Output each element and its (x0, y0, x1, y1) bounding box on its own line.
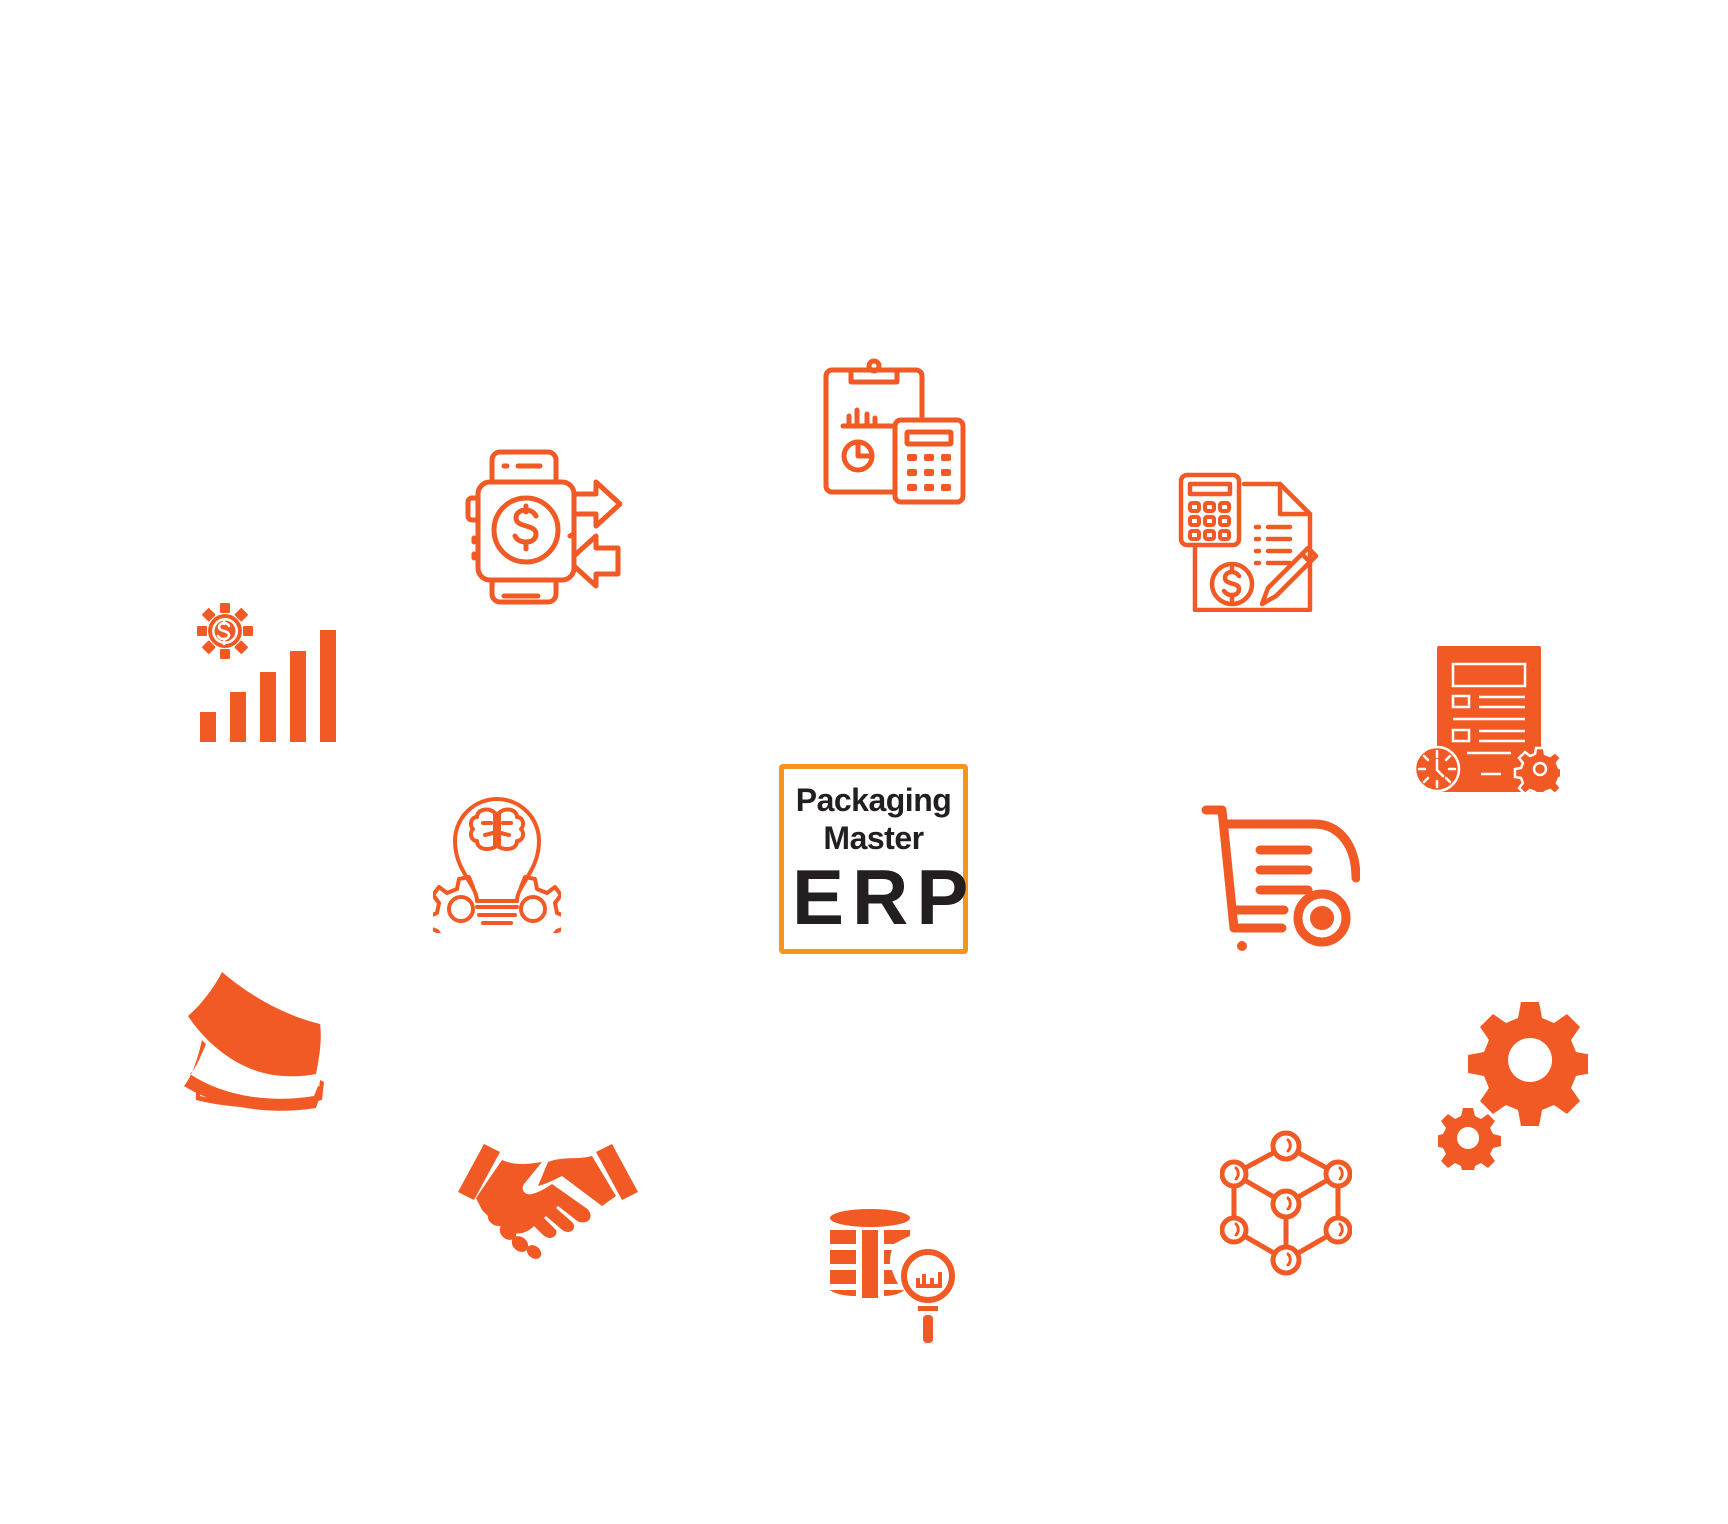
shopping-cart-list-icon (1200, 800, 1360, 956)
brain-lightbulb-gears-icon (433, 783, 561, 933)
calculator-invoice-icon (1178, 472, 1320, 612)
document-schedule-settings-icon (1415, 644, 1560, 792)
logo-line-packaging: Packaging (795, 782, 952, 818)
financial-growth-icon (196, 602, 342, 746)
smartwatch-payment-icon (456, 446, 622, 612)
network-cube-icon (1220, 1130, 1352, 1276)
packaging-master-erp-logo: Packaging Master ERP (779, 764, 968, 954)
database-search-icon (828, 1208, 964, 1344)
logo-line-erp: ERP (792, 853, 977, 941)
clipboard-calculator-icon (823, 358, 967, 506)
money-stack-icon (174, 968, 328, 1116)
logo-line-master: Master (823, 820, 924, 856)
handshake-icon (456, 1140, 640, 1260)
gears-icon (1438, 1000, 1588, 1170)
